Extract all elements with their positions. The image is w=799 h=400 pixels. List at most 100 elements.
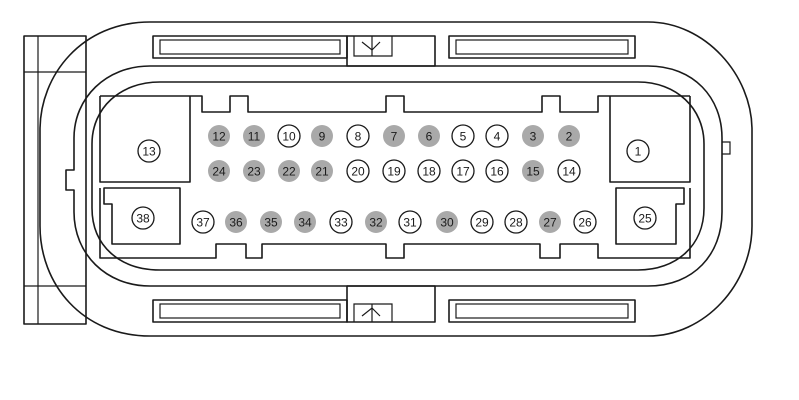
bottom-slot-left (152, 299, 348, 323)
pin-label: 2 (566, 130, 573, 144)
pin-label: 38 (136, 212, 150, 226)
pin-label: 1 (635, 145, 642, 159)
pin-circle (225, 211, 247, 233)
pin-label: 25 (638, 212, 652, 226)
pin-6: 6 (418, 125, 440, 147)
pin-8: 8 (346, 124, 370, 148)
pin-circle (277, 124, 301, 148)
pin-circle (485, 159, 509, 183)
pin-circle (485, 124, 509, 148)
pin-35: 35 (260, 211, 282, 233)
bottom-center-key (346, 285, 436, 323)
pin-23: 23 (243, 160, 265, 182)
pin-34: 34 (294, 211, 316, 233)
pin-label: 28 (509, 216, 523, 230)
pin-circle (557, 159, 581, 183)
pin-label: 16 (490, 165, 504, 179)
pin-1: 1 (626, 139, 650, 163)
pin-27: 27 (539, 211, 561, 233)
pin-13: 13 (137, 139, 161, 163)
pin-label: 12 (212, 130, 226, 144)
pin-circle (329, 210, 353, 234)
pin-field-frame (99, 95, 691, 259)
pin-31: 31 (398, 210, 422, 234)
pin-18: 18 (417, 159, 441, 183)
pin-label: 13 (142, 145, 156, 159)
pin-16: 16 (485, 159, 509, 183)
pin-38: 38 (131, 206, 155, 230)
pin-30: 30 (436, 211, 458, 233)
pin-25: 25 (633, 206, 657, 230)
pin-10: 10 (277, 124, 301, 148)
top-slot-right-inner (455, 39, 629, 55)
pin-19: 19 (382, 159, 406, 183)
pin-label: 37 (196, 216, 210, 230)
inner-housing (65, 65, 723, 287)
inner-housing-right-notch (722, 141, 731, 155)
pin-circle (260, 211, 282, 233)
pin-circle (573, 210, 597, 234)
pin-label: 6 (426, 130, 433, 144)
pin-11: 11 (243, 125, 265, 147)
pin-3: 3 (522, 125, 544, 147)
pin-label: 9 (319, 130, 326, 144)
pin-label: 33 (334, 216, 348, 230)
pin-label: 22 (282, 165, 296, 179)
top-slot-left (152, 35, 348, 59)
pin-circle (346, 159, 370, 183)
pin-circle (346, 124, 370, 148)
pin-label: 14 (562, 165, 576, 179)
pin-circle (417, 159, 441, 183)
pin-circle (504, 210, 528, 234)
pin-circle (522, 125, 544, 147)
pin-label: 35 (264, 216, 278, 230)
top-slot-left-inner (159, 39, 341, 55)
pin-circle (365, 211, 387, 233)
pin-label: 17 (456, 165, 470, 179)
pin-label: 15 (526, 165, 540, 179)
pin-circle (191, 210, 215, 234)
pin-label: 31 (403, 216, 417, 230)
pin-28: 28 (504, 210, 528, 234)
pin-circle (383, 125, 405, 147)
pin-label: 32 (369, 216, 383, 230)
pin-5: 5 (451, 124, 475, 148)
pin-label: 5 (460, 130, 467, 144)
pin-label: 26 (578, 216, 592, 230)
pin-circle (436, 211, 458, 233)
pin-label: 34 (298, 216, 312, 230)
top-slot-right (448, 35, 636, 59)
pin-label: 23 (247, 165, 261, 179)
pin-33: 33 (329, 210, 353, 234)
pin-label: 21 (315, 165, 329, 179)
pin-circle (137, 139, 161, 163)
pin-22: 22 (278, 160, 300, 182)
pin-circle (243, 160, 265, 182)
pin-circle (382, 159, 406, 183)
pin-label: 4 (494, 130, 501, 144)
pin-circle (633, 206, 657, 230)
pin-label: 36 (229, 216, 243, 230)
pin-circle (311, 160, 333, 182)
outer-housing (39, 21, 753, 337)
bottom-slot-right (448, 299, 636, 323)
bottom-slot-right-inner (455, 303, 629, 319)
pin-label: 18 (422, 165, 436, 179)
pin-7: 7 (383, 125, 405, 147)
pin-circle (470, 210, 494, 234)
pin-32: 32 (365, 211, 387, 233)
cavity-pin-25 (615, 187, 685, 245)
pin-circle (451, 159, 475, 183)
pin-circle (311, 125, 333, 147)
pin-circle (131, 206, 155, 230)
pin-label: 3 (530, 130, 537, 144)
pin-24: 24 (208, 160, 230, 182)
pin-36: 36 (225, 211, 247, 233)
pin-15: 15 (522, 160, 544, 182)
pin-29: 29 (470, 210, 494, 234)
pin-label: 27 (543, 216, 557, 230)
pin-12: 12 (208, 125, 230, 147)
